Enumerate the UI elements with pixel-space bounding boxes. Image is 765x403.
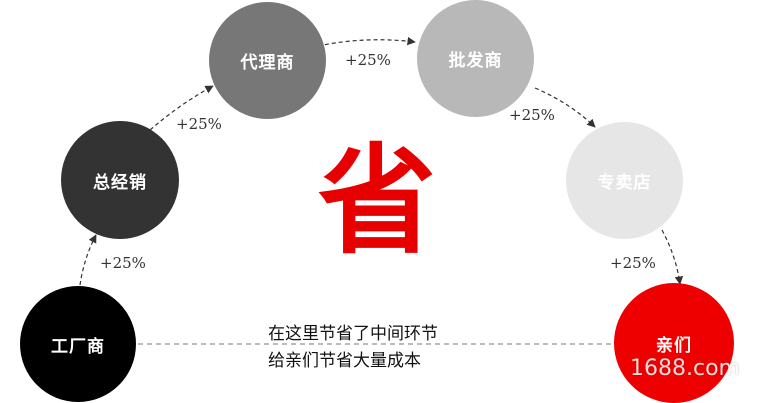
node-general-distributor: 总经销 [61,121,179,239]
markup-label-2: +25% [176,115,222,133]
arrow-wholesaler-to-store [534,87,596,128]
node-wholesaler: 批发商 [417,0,534,117]
savings-character: 省 [318,131,437,270]
markup-label-3: +25% [345,51,391,69]
node-factory: 工厂商 [20,286,136,402]
node-general-distributor-label: 总经销 [93,172,147,193]
arrow-store-to-customer [661,229,684,285]
arrow-factory-to-general [79,234,97,286]
node-agent-label: 代理商 [240,53,295,73]
arrow-general-to-agent [149,85,214,131]
markup-label-4: +25% [509,106,555,124]
markup-label-1: +25% [100,254,146,272]
node-customer-label: 亲们 [656,335,692,356]
node-exclusive-store: 专卖店 [566,122,683,239]
node-exclusive-store-label: 专卖店 [597,173,652,193]
node-factory-label: 工厂商 [51,336,105,357]
node-wholesaler-label: 批发商 [448,51,503,71]
caption-line-2: 给亲们节省大量成本 [268,351,421,371]
caption-line-1: 在这里节省了中间环节 [268,324,438,344]
arrow-agent-to-wholesaler [317,36,416,47]
markup-label-5: +25% [610,254,656,272]
watermark-text: 1688.com [630,356,740,381]
node-agent: 代理商 [209,2,326,119]
node-customer: 亲们 [614,283,734,403]
